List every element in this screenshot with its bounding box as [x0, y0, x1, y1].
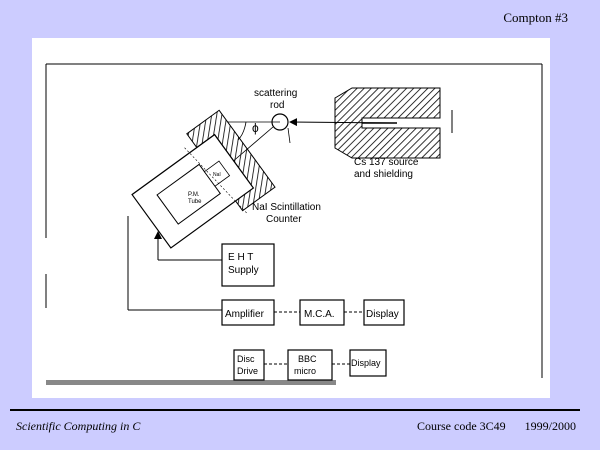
rod-label-2: rod [270, 100, 284, 111]
counter-label-2: Counter [266, 214, 302, 225]
slide-title: Compton #3 [503, 10, 568, 25]
caption-smudge [46, 380, 336, 385]
source-label-1: Cs 137 source [354, 157, 419, 168]
signal-lines [127, 216, 222, 311]
disc-label-2: Drive [237, 366, 258, 376]
mca-label: M.C.A. [304, 309, 335, 320]
pm-tube-label-2: Tube [188, 199, 202, 205]
footer-course-code: Course code 3C49 [417, 419, 506, 433]
pm-tube-label-1: P.M. [188, 192, 200, 198]
counter-label-1: NaI Scintillation [252, 202, 321, 213]
bbc-micro-box [287, 349, 333, 381]
source-shielding [334, 87, 441, 159]
eht-label-2: Supply [228, 265, 259, 276]
footer-info: Course code 3C49 1999/2000 [417, 419, 576, 434]
display-box-1 [363, 299, 405, 326]
bbc-label-1: BBC [298, 354, 317, 364]
display-label-2: Display [351, 358, 381, 368]
gamma-beam [289, 118, 393, 127]
disc-label-1: Disc [237, 354, 255, 364]
phi-label: ϕ [252, 121, 259, 135]
display-label-1: Display [366, 309, 399, 320]
nai-crystal-label: NaI [213, 172, 221, 178]
figure-frame [45, 63, 543, 378]
experiment-diagram: Cs 137 source and shielding scattering r… [45, 63, 543, 385]
figure-panel: Cs 137 source and shielding scattering r… [32, 38, 550, 398]
eht-supply-box [221, 243, 275, 287]
bbc-label-2: micro [294, 366, 316, 376]
mca-box [299, 299, 345, 326]
disc-drive-box [233, 349, 265, 381]
footer-year: 1999/2000 [524, 419, 576, 433]
nai-detector [131, 109, 276, 249]
source-label-2: and shielding [354, 169, 413, 180]
rod-label-1: scattering [254, 88, 297, 99]
footer-course-name: Scientific Computing in C [16, 419, 141, 433]
amplifier-label: Amplifier [225, 309, 265, 320]
footer-rule [10, 409, 580, 411]
eht-label-1: E H T [228, 252, 253, 263]
display-box-2 [349, 349, 387, 377]
